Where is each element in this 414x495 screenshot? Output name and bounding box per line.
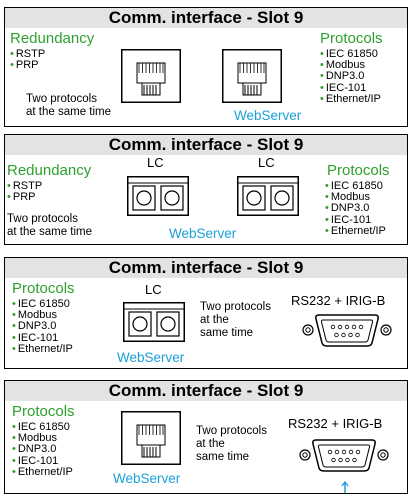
protocol-item: •IEC-101 [320,81,367,94]
protocols-title: Protocols [12,403,75,420]
lc-fiber-port-icon [237,176,299,216]
redundancy-list: •RSTP •PRP [10,48,46,72]
protocol-item: •Modbus [12,309,57,322]
protocol-item: •IEC-101 [12,331,59,344]
redundancy-item: •RSTP [7,180,43,192]
rj45-port-icon [121,411,181,465]
redundancy-item: •PRP [10,59,39,72]
protocol-item: •Ethernet/IP [325,224,386,237]
slot-panel-rj45-redundancy: Comm. interface - Slot 9 Redundancy •RST… [4,7,408,127]
db9-serial-port-icon [302,314,392,347]
protocol-item: •DNP3.0 [320,70,365,83]
panel-title: Comm. interface - Slot 9 [5,258,407,278]
webserver-label: WebServer [117,350,185,365]
protocol-item: •Ethernet/IP [12,342,73,355]
redundancy-list: •RSTP •PRP [7,180,43,204]
lc-label: LC [145,282,162,297]
panel-title: Comm. interface - Slot 9 [5,381,407,401]
protocol-item: •IEC 61850 [320,48,378,60]
protocols-title: Protocols [320,30,383,47]
protocol-item: •DNP3.0 [12,320,57,333]
protocols-list: •IEC 61850 •Modbus •DNP3.0 •IEC-101 •Eth… [320,48,381,105]
protocols-list: •IEC 61850 •Modbus •DNP3.0 •IEC-101 •Eth… [12,298,73,355]
protocol-item: •Ethernet/IP [12,465,73,478]
lc-fiber-port-icon [127,176,189,216]
protocol-item: •IEC 61850 [325,180,383,192]
protocol-item: •IEC 61850 [12,298,70,310]
panel-title: Comm. interface - Slot 9 [5,135,407,155]
protocol-item: •IEC-101 [325,213,372,226]
protocol-item: •IEC-101 [12,454,59,467]
panel-title: Comm. interface - Slot 9 [5,8,407,28]
rs232-irig-label: RS232 + IRIG-B [291,293,386,308]
rj45-port-icon [121,49,181,103]
redundancy-title: Redundancy [7,162,92,179]
cursor-mark-icon [341,480,349,493]
slot-panel-rj45-rs232: Comm. interface - Slot 9 Protocols •IEC … [4,380,408,494]
redundancy-title: Redundancy [10,30,95,47]
rs232-irig-label: RS232 + IRIG-B [288,416,383,431]
webserver-label: WebServer [169,226,237,241]
protocol-item: •Modbus [320,59,365,72]
protocols-title: Protocols [12,280,75,297]
protocols-title: Protocols [327,162,390,179]
protocol-item: •IEC 61850 [12,421,70,433]
webserver-label: WebServer [234,108,302,123]
rj45-port-icon [222,49,282,103]
protocol-item: •DNP3.0 [12,443,57,456]
webserver-label: WebServer [113,471,181,486]
lc-label: LC [258,155,275,170]
slot-panel-lc-rs232: Comm. interface - Slot 9 Protocols •IEC … [4,257,408,369]
protocols-list: •IEC 61850 •Modbus •DNP3.0 •IEC-101 •Eth… [325,180,386,237]
redundancy-item: •RSTP [10,48,46,60]
db9-serial-port-icon [299,439,389,472]
protocols-list: •IEC 61850 •Modbus •DNP3.0 •IEC-101 •Eth… [12,421,73,478]
redundancy-item: •PRP [7,191,36,204]
protocol-item: •Ethernet/IP [320,92,381,105]
protocol-item: •Modbus [12,432,57,445]
lc-fiber-port-icon [123,302,185,342]
protocol-item: •DNP3.0 [325,202,370,215]
protocol-item: •Modbus [325,191,370,204]
slot-panel-lc-redundancy: Comm. interface - Slot 9 Redundancy •RST… [4,134,408,245]
lc-label: LC [147,155,164,170]
